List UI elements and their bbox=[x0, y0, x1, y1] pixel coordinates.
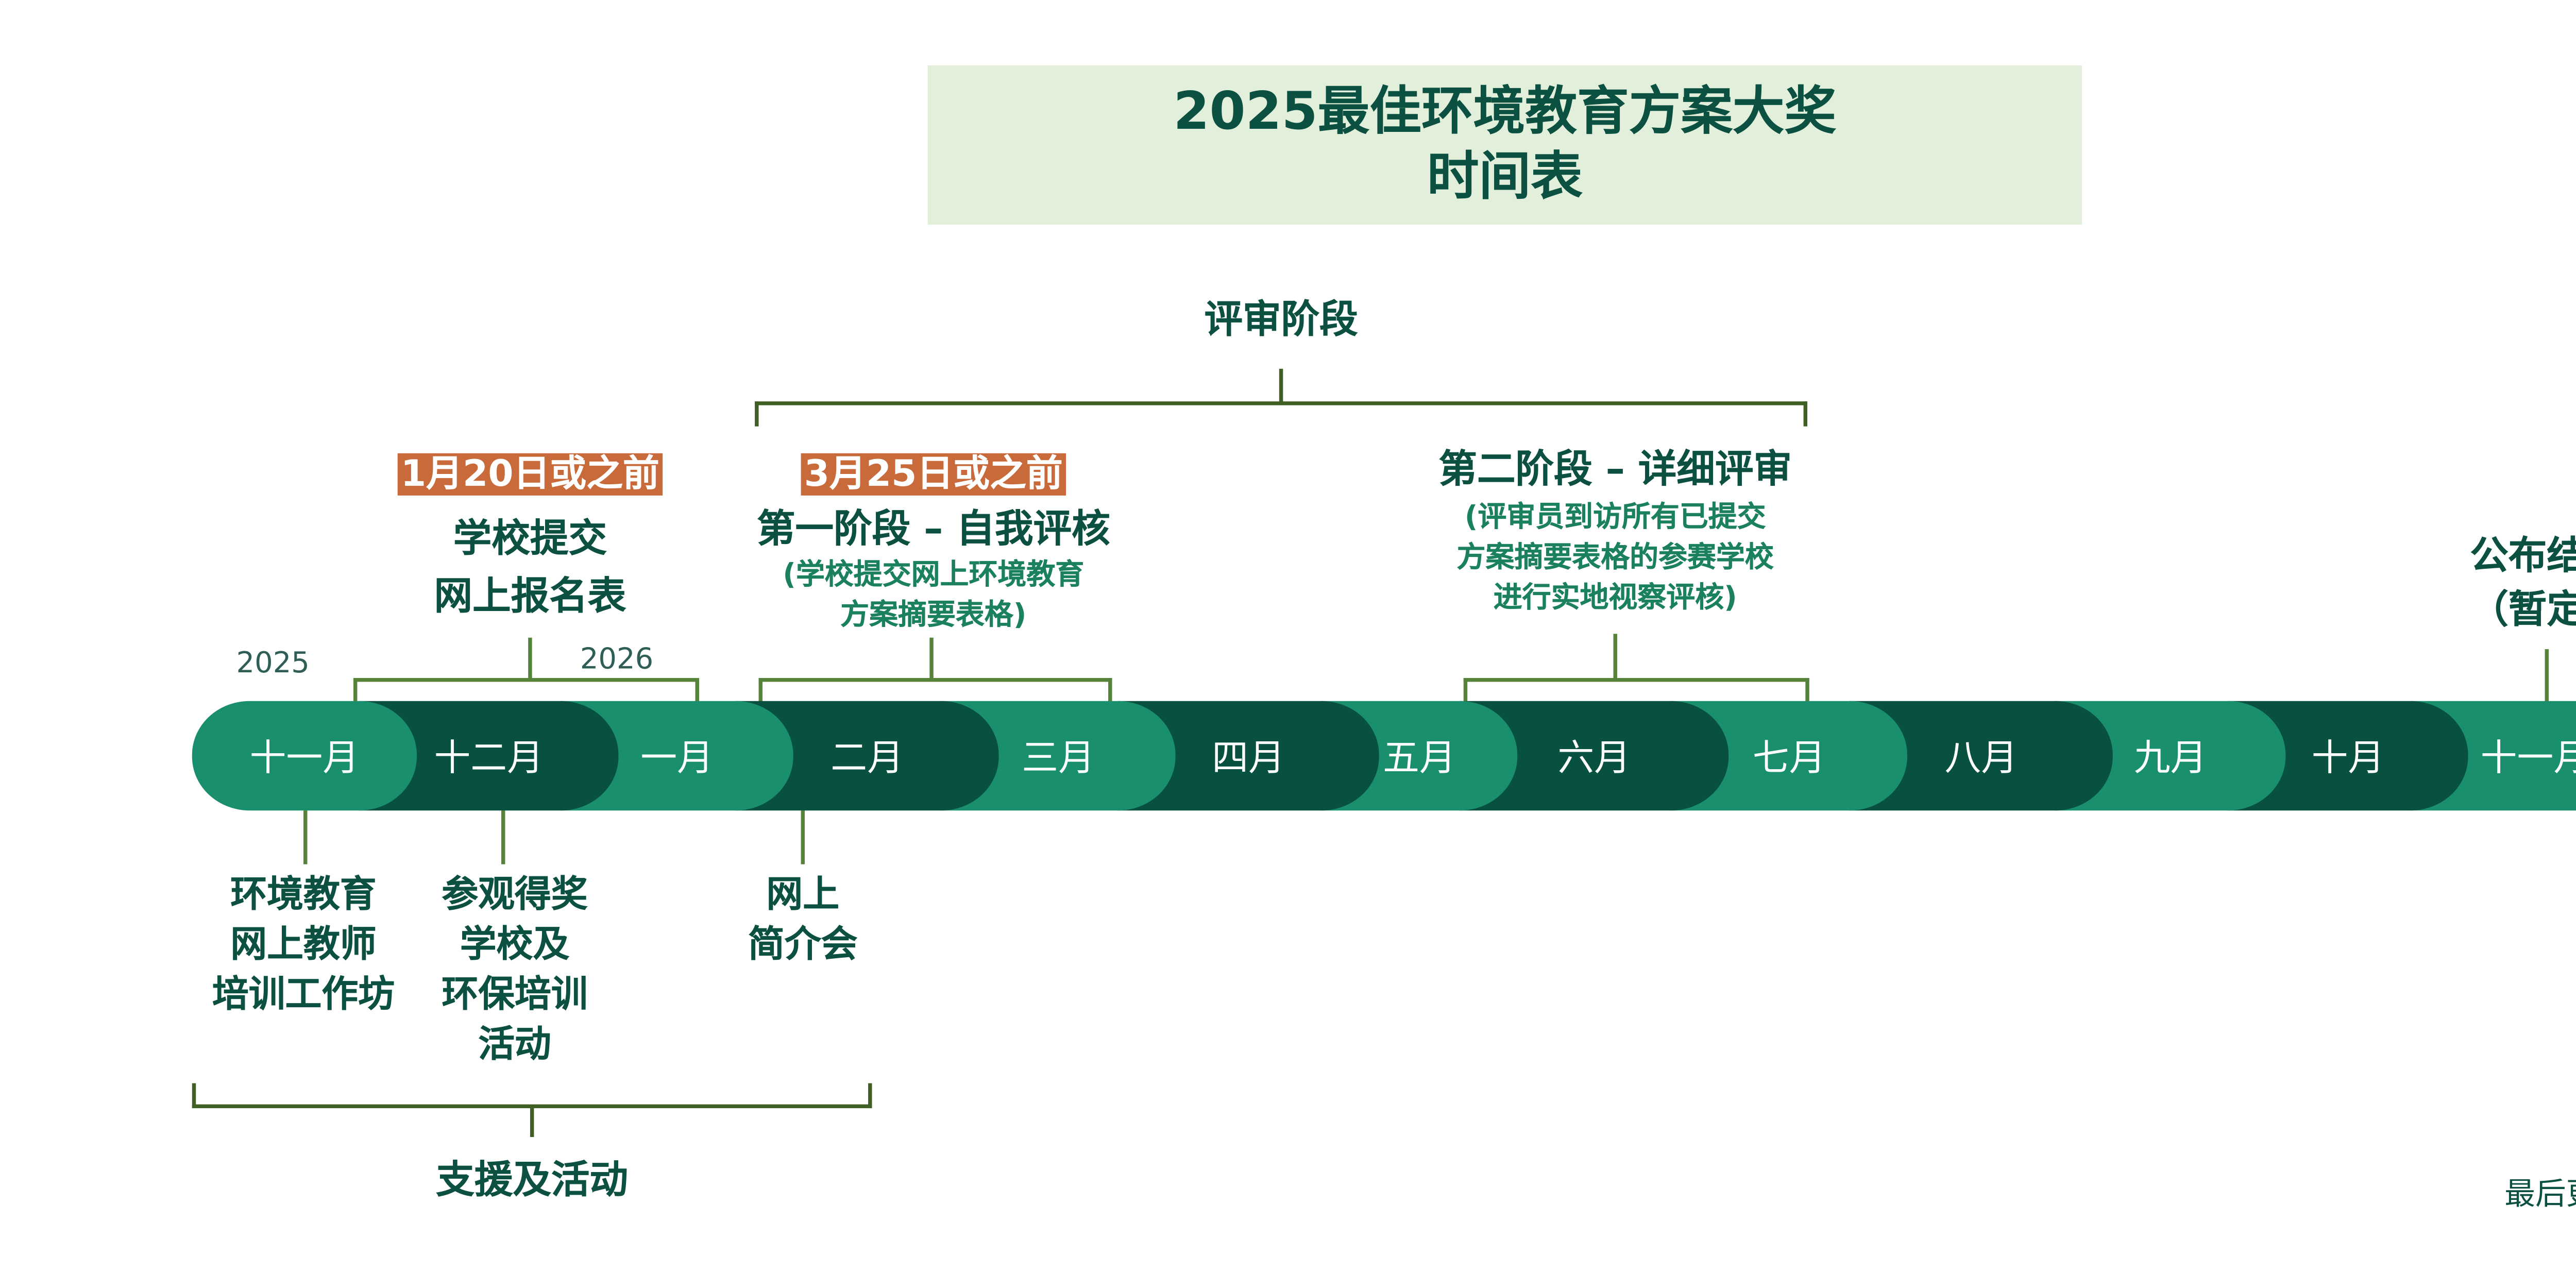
visit-stem bbox=[501, 810, 505, 864]
stage-1-note: (学校提交网上环境教育 方案摘要表格) bbox=[684, 555, 1183, 636]
results-label: 公布结果 （暂定） bbox=[2432, 528, 2576, 636]
review-phase-bracket bbox=[755, 401, 1808, 427]
deadline-1-bracket bbox=[353, 677, 699, 703]
stage-2-bracket bbox=[1463, 677, 1809, 703]
month-aug[interactable]: 八月 bbox=[1850, 701, 2113, 811]
stage-1-stem bbox=[929, 637, 934, 680]
workshop-stem bbox=[303, 810, 308, 864]
deadline-1-line-2: 网上报名表 bbox=[434, 572, 626, 619]
results-line-2: （暂定） bbox=[2470, 586, 2576, 632]
stage-1-bracket bbox=[758, 677, 1112, 703]
review-phase-stem bbox=[1279, 368, 1283, 403]
results-line-1: 公布结果 bbox=[2470, 532, 2576, 579]
stage-2-note-line-1: (评审员到访所有已提交 bbox=[1464, 499, 1766, 534]
title-line-2: 时间表 bbox=[1427, 147, 1583, 207]
deadline-1-badge: 1月20日或之前 bbox=[397, 453, 664, 496]
deadline-1-text: 学校提交 网上报名表 bbox=[338, 509, 722, 624]
results-stem bbox=[2545, 649, 2549, 703]
year-2025: 2025 bbox=[236, 645, 310, 680]
deadline-1-stem bbox=[528, 637, 532, 680]
last-updated: 最后更新: 2025.11.6 bbox=[2504, 1175, 2576, 1212]
stage-2-note-line-2: 方案摘要表格的参赛学校 bbox=[1456, 539, 1774, 574]
deadline-1-group: 1月20日或之前 bbox=[338, 451, 722, 497]
stage-1-note-line-1: (学校提交网上环境教育 bbox=[783, 557, 1084, 592]
briefing-stem bbox=[801, 810, 805, 864]
month-nov-2025[interactable]: 十一月 bbox=[192, 701, 417, 811]
support-stem bbox=[530, 1106, 534, 1137]
visit-label: 参观得奖 学校及 环保培训 活动 bbox=[442, 874, 588, 1066]
deadline-1-line-1: 学校提交 bbox=[453, 515, 607, 561]
stage-2-note: (评审员到访所有已提交 方案摘要表格的参赛学校 进行实地视察评核) bbox=[1366, 498, 1865, 619]
support-label: 支援及活动 bbox=[436, 1156, 629, 1202]
year-2026: 2026 bbox=[580, 641, 654, 676]
support-bracket bbox=[192, 1083, 872, 1109]
deadline-2-badge: 3月25日或之前 bbox=[800, 453, 1067, 496]
title-box: 2025最佳环境教育方案大奖 时间表 bbox=[927, 65, 2082, 225]
title-line-1: 2025最佳环境教育方案大奖 bbox=[1173, 81, 1837, 142]
deadline-2-group: 3月25日或之前 bbox=[741, 451, 1126, 497]
workshop-label: 环境教育 网上教师 培训工作坊 bbox=[212, 874, 395, 1016]
stage-1-note-line-2: 方案摘要表格) bbox=[840, 597, 1027, 632]
review-phase-label: 评审阶段 bbox=[1204, 296, 1358, 342]
stage-2-stem bbox=[1613, 634, 1617, 680]
briefing-label: 网上 简介会 bbox=[748, 874, 858, 966]
month-bar: 十二月 十一月 十月 九月 八月 七月 六月 五月 四月 三月 二月 一月 十二… bbox=[192, 701, 2576, 811]
stage-1-title: 第一阶段 – 自我评核 bbox=[756, 505, 1110, 551]
stage-2-title: 第二阶段 – 详细评审 bbox=[1438, 445, 1792, 492]
stage-2-note-line-3: 进行实地视察评核) bbox=[1493, 580, 1737, 615]
